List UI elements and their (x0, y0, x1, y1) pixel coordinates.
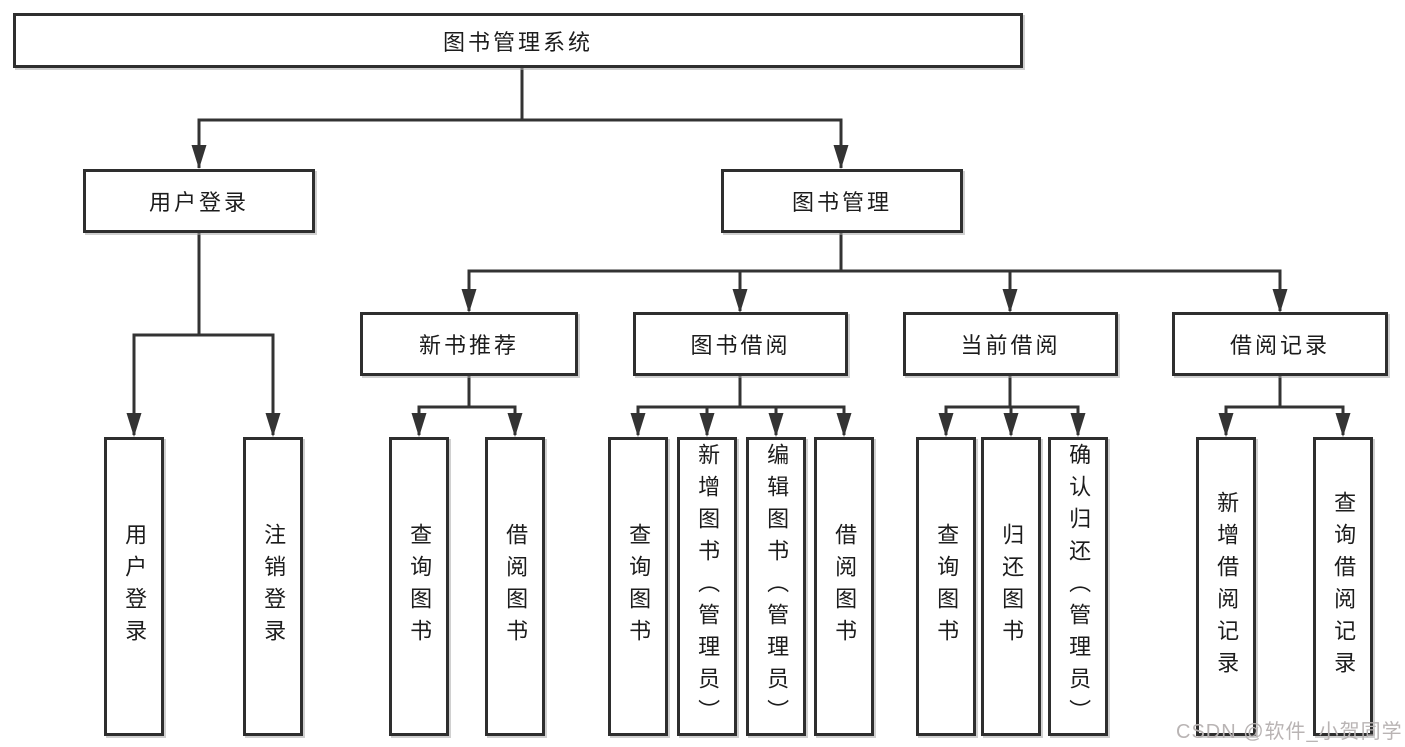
leaf-label: 查询图书 (407, 522, 433, 651)
arrow-down-icon (938, 413, 954, 437)
arrow-down-icon (699, 413, 715, 437)
node-book-management: 图书管理 (721, 169, 963, 233)
leaf-label: 查询图书 (626, 522, 652, 651)
leaf-current-query-books: 查询图书 (916, 437, 976, 736)
leaf-record-query: 查询借阅记录 (1313, 437, 1373, 736)
arrow-down-icon (768, 413, 784, 437)
leaf-borrow-query-books: 查询图书 (608, 437, 668, 736)
arrow-down-icon (1218, 413, 1234, 437)
leaf-label: 归还图书 (999, 522, 1025, 651)
arrow-down-icon (1070, 413, 1086, 437)
arrow-down-icon (1002, 289, 1018, 313)
arrow-down-icon (411, 413, 427, 437)
leaf-label: 新增借阅记录 (1214, 490, 1240, 683)
node-current-borrow: 当前借阅 (903, 312, 1118, 376)
watermark: CSDN @软件_小贺同学 (1176, 721, 1403, 743)
leaf-borrow-borrow-books: 借阅图书 (814, 437, 874, 736)
leaf-recommend-borrow-books: 借阅图书 (485, 437, 545, 736)
arrow-down-icon (836, 413, 852, 437)
leaf-label: 注销登录 (261, 522, 287, 651)
arrow-down-icon (1003, 413, 1019, 437)
arrow-down-icon (265, 413, 281, 437)
leaf-label: 借阅图书 (503, 522, 529, 651)
node-new-book-recommend: 新书推荐 (360, 312, 578, 376)
arrow-down-icon (630, 413, 646, 437)
arrow-down-icon (732, 289, 748, 313)
arrowheads (126, 145, 1351, 437)
leaf-current-return-books: 归还图书 (981, 437, 1041, 736)
arrow-down-icon (507, 413, 523, 437)
node-root: 图书管理系统 (13, 13, 1023, 68)
leaf-recommend-query-books: 查询图书 (389, 437, 449, 736)
arrow-down-icon (833, 145, 849, 169)
arrow-down-icon (1272, 289, 1288, 313)
arrow-down-icon (126, 413, 142, 437)
leaf-label: 借阅图书 (832, 522, 858, 651)
leaf-label: 查询借阅记录 (1331, 490, 1357, 683)
leaf-borrow-edit-books-admin: 编辑图书（管理员） (746, 437, 806, 736)
leaf-borrow-add-books-admin: 新增图书（管理员） (677, 437, 737, 736)
leaf-logout: 注销登录 (243, 437, 303, 736)
arrow-down-icon (1335, 413, 1351, 437)
tree-edges (132, 66, 1345, 435)
leaf-label: 用户登录 (122, 522, 148, 651)
node-borrow-record: 借阅记录 (1172, 312, 1388, 376)
leaf-record-add: 新增借阅记录 (1196, 437, 1256, 736)
leaf-label: 查询图书 (934, 522, 960, 651)
leaf-label: 编辑图书（管理员） (764, 442, 790, 731)
leaf-login: 用户登录 (104, 437, 164, 736)
arrow-down-icon (191, 145, 207, 169)
leaf-current-confirm-return-admin: 确认归还（管理员） (1048, 437, 1108, 736)
leaf-label: 新增图书（管理员） (695, 442, 721, 731)
leaf-label: 确认归还（管理员） (1066, 442, 1092, 731)
node-book-borrow: 图书借阅 (633, 312, 848, 376)
arrow-down-icon (461, 289, 477, 313)
node-user-login: 用户登录 (83, 169, 315, 233)
